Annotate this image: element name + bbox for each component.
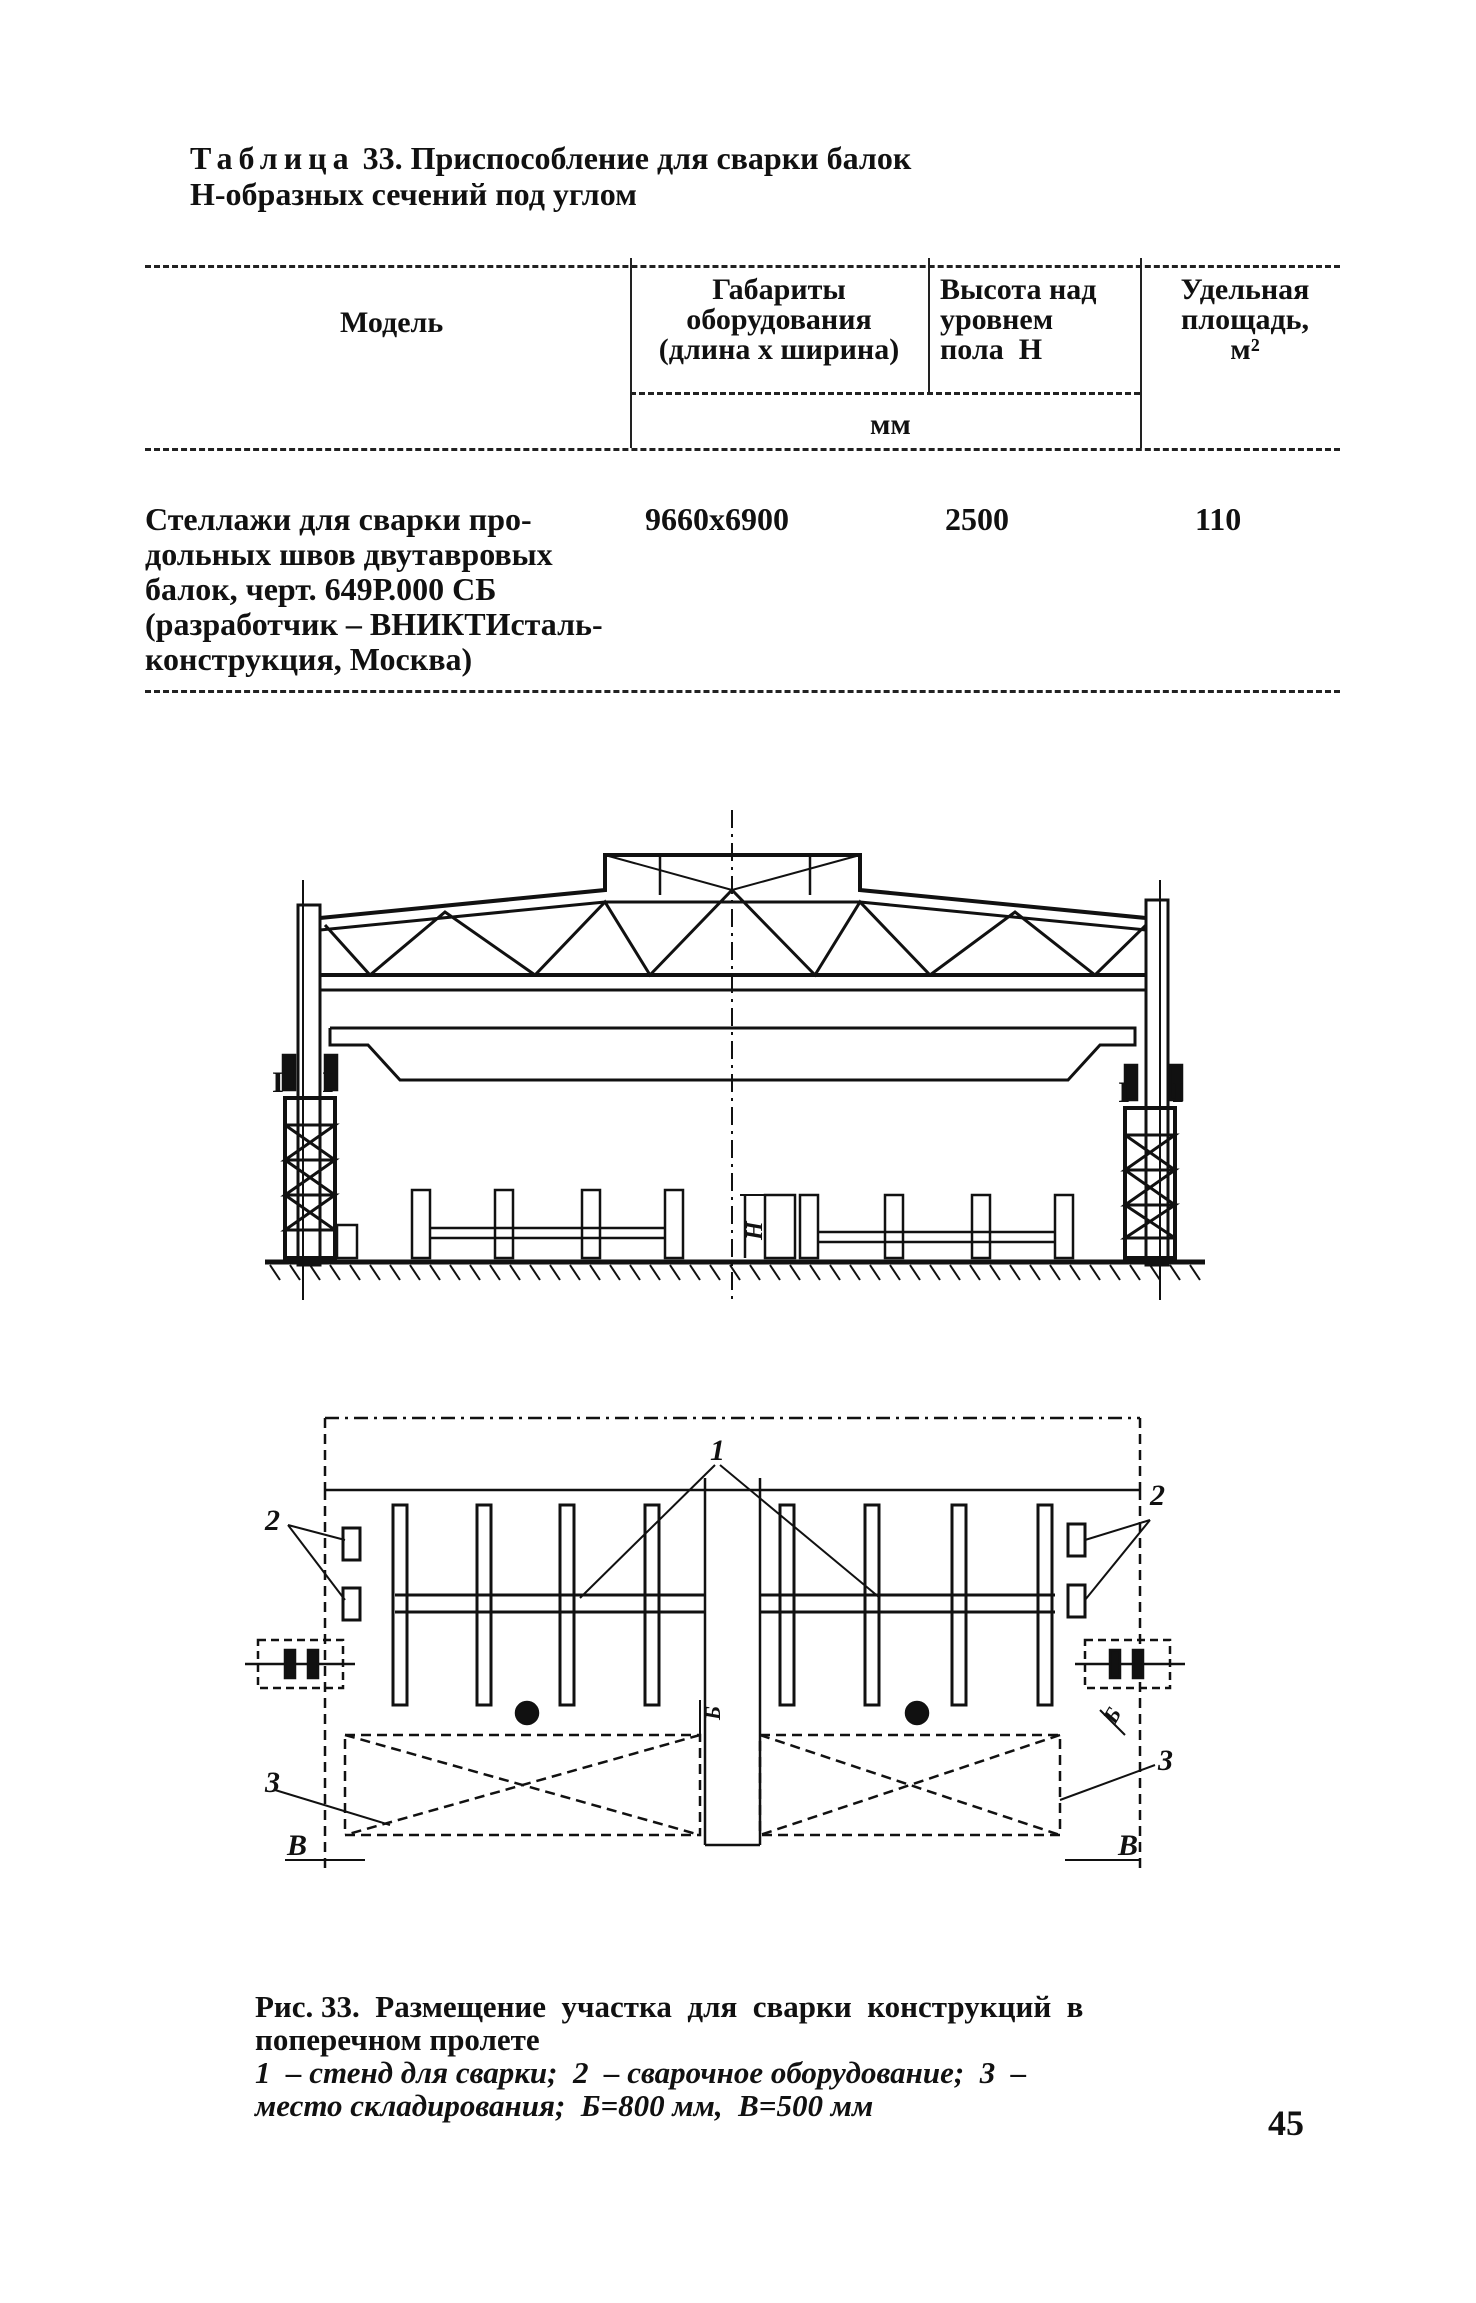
plan-label-b-center: Б bbox=[700, 1706, 725, 1721]
plan-label-1: 1 bbox=[710, 1434, 725, 1467]
table-bottom-rule bbox=[145, 690, 1340, 693]
table-title-number: 33. bbox=[354, 140, 403, 176]
header-model: Модель bbox=[340, 306, 444, 339]
table-title: Таблица 33. Приспособление для сварки ба… bbox=[190, 140, 911, 212]
plan-label-2-left: 2 bbox=[264, 1504, 280, 1537]
plan-label-v-right: В bbox=[1117, 1829, 1138, 1862]
plan-label-v-left: В bbox=[286, 1829, 307, 1862]
row-1-model: Стеллажи для сварки про- дольных швов дв… bbox=[145, 501, 603, 677]
table-title-line2: Н-образных сечений под углом bbox=[190, 176, 637, 212]
figure-caption: Рис. 33. Размещение участка для сварки к… bbox=[255, 1990, 1083, 2122]
plan-label-3-left: 3 bbox=[264, 1766, 280, 1799]
cross-section-drawing: I I I I Н bbox=[245, 810, 1205, 1870]
row-1-height: 2500 bbox=[945, 501, 1009, 537]
caption-title: Рис. 33. Размещение участка для сварки к… bbox=[255, 1989, 1084, 2057]
table-col-divider-3 bbox=[1140, 258, 1142, 448]
section-label-i4: I bbox=[1172, 1076, 1184, 1109]
table-header-bottom-rule bbox=[145, 448, 1340, 451]
page-number: 45 bbox=[1268, 2103, 1304, 2143]
header-units: мм bbox=[870, 408, 911, 441]
header-area: Удельная площадь, м² bbox=[1180, 273, 1310, 366]
header-dimensions: Габариты оборудования (длина х ширина) bbox=[658, 273, 900, 366]
plan-label-3-right: 3 bbox=[1157, 1744, 1173, 1777]
table-title-line1: Приспособление для сварки балок bbox=[402, 140, 912, 176]
table-top-rule bbox=[145, 265, 1340, 268]
table-units-rule bbox=[630, 392, 1140, 395]
caption-legend: 1 – стенд для сварки; 2 – сварочное обор… bbox=[255, 2055, 1027, 2123]
header-height: Высота над уровнем пола Н bbox=[940, 273, 1097, 366]
section-label-i3: I bbox=[1118, 1076, 1130, 1109]
plan-label-2-right: 2 bbox=[1149, 1479, 1165, 1512]
plan-label-b-right: Б bbox=[1097, 1703, 1126, 1728]
row-1-dimensions: 9660х6900 bbox=[645, 501, 789, 537]
section-label-i1: I bbox=[272, 1066, 284, 1099]
section-label-i2: I bbox=[322, 1066, 334, 1099]
row-1-area: 110 bbox=[1195, 501, 1242, 537]
table-col-divider-1 bbox=[630, 258, 632, 448]
height-mark-label: Н bbox=[742, 1220, 768, 1241]
table-title-prefix: Таблица bbox=[190, 140, 355, 176]
table-col-divider-2 bbox=[928, 258, 930, 392]
